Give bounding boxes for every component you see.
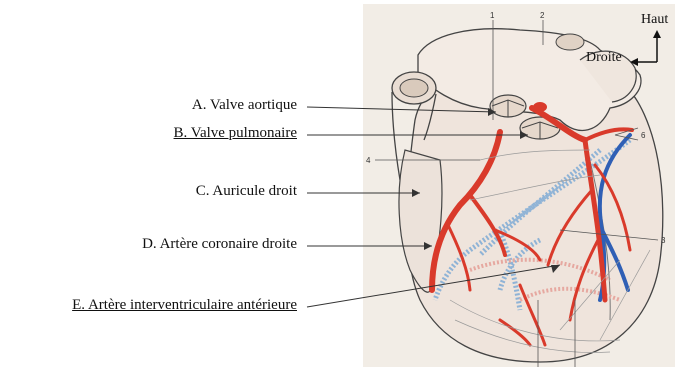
ref-number-2: 2: [540, 11, 545, 20]
label-right-coronary-artery: D. Artère coronaire droite: [142, 236, 297, 253]
ref-number-4: 4: [366, 156, 371, 165]
vessel-opening-top: [556, 34, 584, 50]
label-right-auricle: C. Auricule droit: [196, 183, 297, 200]
ref-number-3: 3: [661, 236, 666, 245]
label-aortic-valve: A. Valve aortique: [192, 97, 297, 114]
label-anterior-interventricular-artery: E. Artère interventriculaire antérieure: [72, 297, 297, 314]
orientation-up-label: Haut: [641, 12, 668, 28]
orientation-right-label: Droite: [586, 50, 622, 66]
ref-number-1: 1: [490, 11, 495, 20]
ref-number-6: 6: [641, 131, 646, 140]
coronary-ostium: [533, 102, 547, 112]
label-pulmonary-valve: B. Valve pulmonaire: [174, 125, 297, 142]
aorta-lumen: [400, 79, 428, 97]
